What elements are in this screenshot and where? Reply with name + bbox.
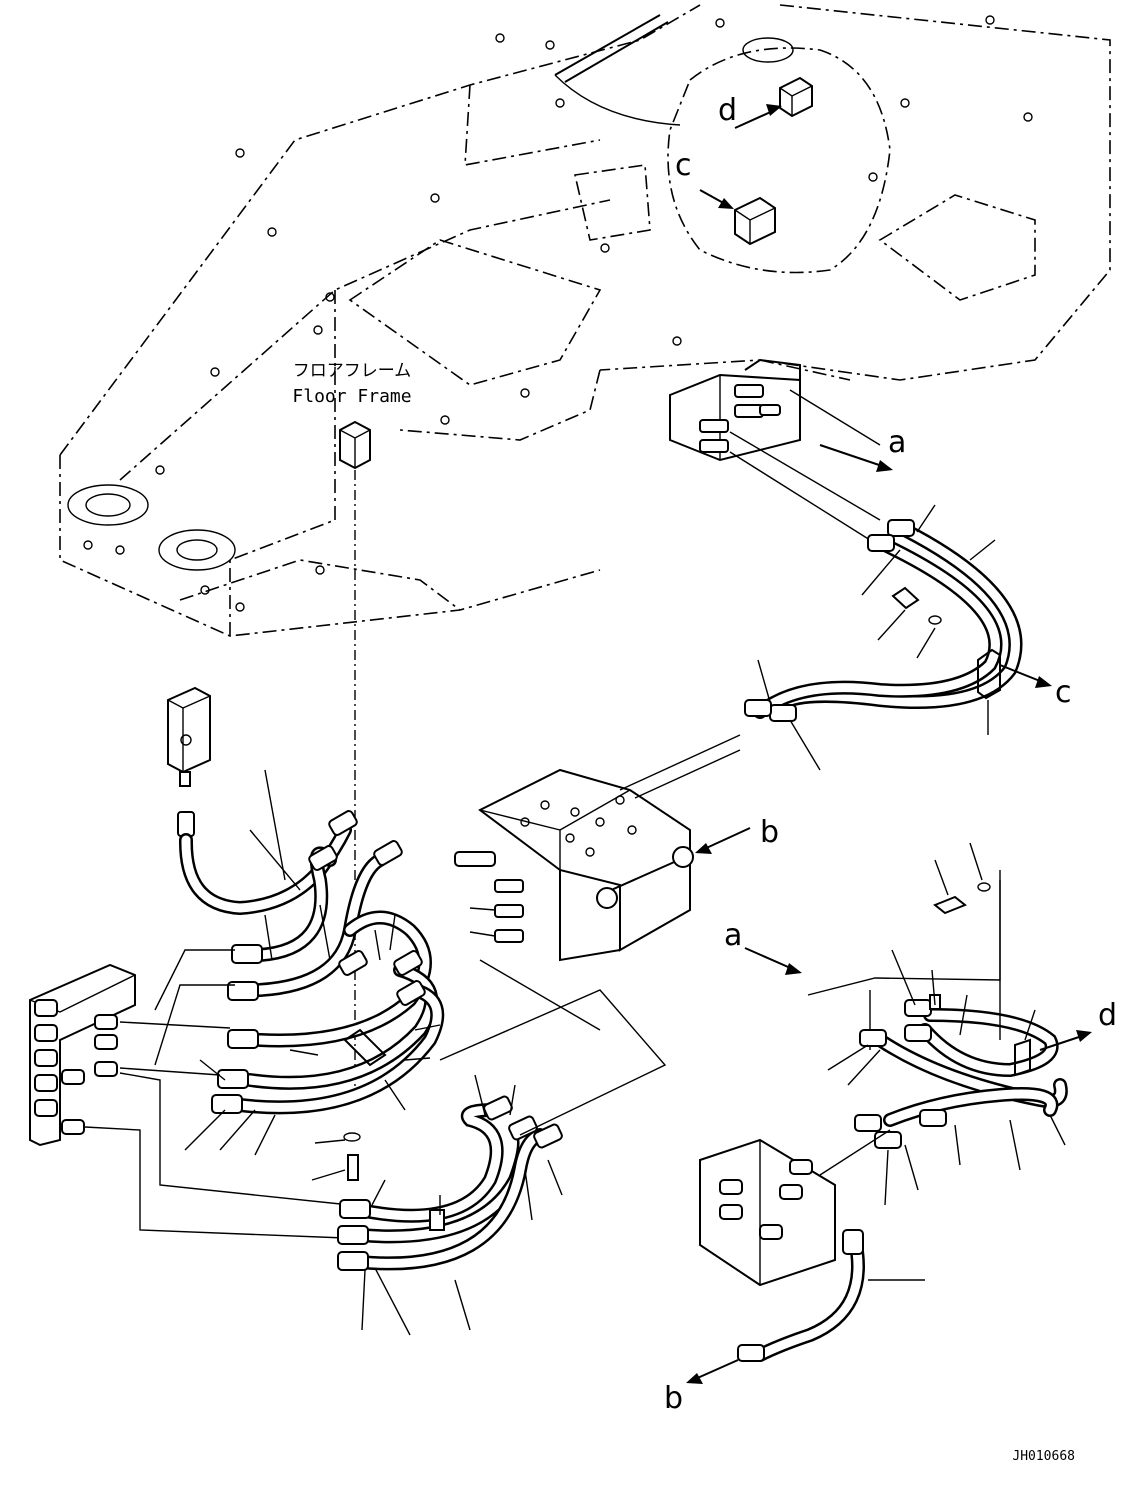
frame-bolt-holes [83, 15, 1033, 612]
left-hose-bundle [178, 769, 445, 1181]
callout-d-upper: d [718, 93, 737, 128]
lower-center-hose-bundle [337, 959, 667, 1336]
callout-a-upper: a [888, 425, 906, 460]
floor-frame-ref-block [339, 420, 371, 1100]
upper-valve-assembly [669, 358, 801, 462]
callout-a-lower: a [724, 918, 742, 953]
callout-b-bottom: b [664, 1381, 683, 1416]
upper-right-hoses [729, 389, 1023, 771]
pressure-switch-c-block [734, 196, 776, 246]
left-sensor [167, 686, 211, 837]
drawing-number: JH010668 [1012, 1449, 1075, 1464]
main-valve-block [454, 734, 741, 962]
callout-c-upper: c [675, 148, 692, 183]
floor-frame-label-en: Floor Frame [292, 386, 411, 407]
lower-right-assembly [699, 842, 1068, 1362]
pressure-switch-d-block [779, 76, 813, 118]
left-manifold [29, 949, 351, 1239]
callout-c-right: c [1055, 675, 1072, 710]
callout-b-mid: b [760, 815, 779, 850]
floor-frame-label-jp: フロアフレーム [293, 361, 412, 381]
callout-arrows [686, 104, 1092, 1384]
callout-d-right: d [1098, 998, 1117, 1033]
floor-frame-outline [59, 4, 1111, 637]
